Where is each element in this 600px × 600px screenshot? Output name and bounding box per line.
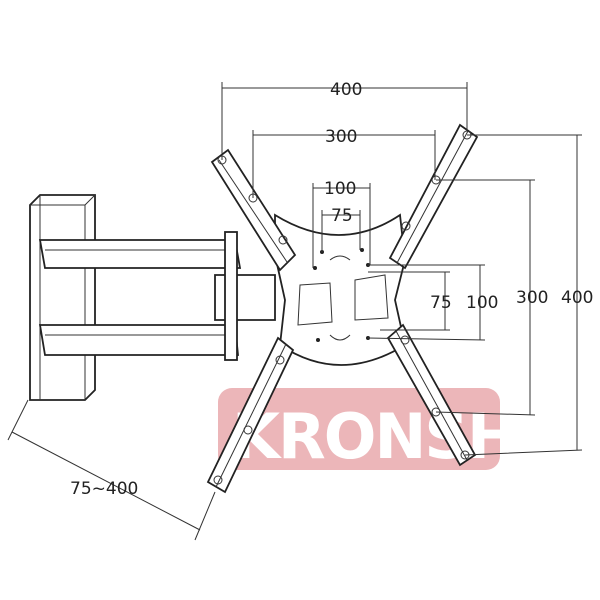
dim-right-inner: 300: [516, 288, 548, 308]
arm-lower-left: [206, 336, 295, 494]
center-plate: [274, 213, 407, 366]
dim-right-outer: 400: [561, 288, 593, 308]
wall-plate: [29, 194, 96, 401]
watermark: KRONSH.RU: [218, 388, 600, 473]
dim-arm-extension: 75~400: [70, 479, 138, 499]
dim-top-smallest: 75: [331, 206, 353, 226]
dimension-lines: [7, 82, 583, 541]
mounting-arms: [206, 123, 479, 494]
arm-upper-right: [388, 123, 479, 270]
svg-text:KRONSH.RU: KRONSH.RU: [232, 400, 600, 473]
swing-arm: [38, 231, 276, 361]
dim-right-small: 100: [466, 293, 498, 313]
dim-top-inner: 300: [325, 127, 357, 147]
dim-top-outer: 400: [330, 80, 362, 100]
dim-top-small: 100: [324, 179, 356, 199]
dim-right-smallest: 75: [430, 293, 452, 313]
